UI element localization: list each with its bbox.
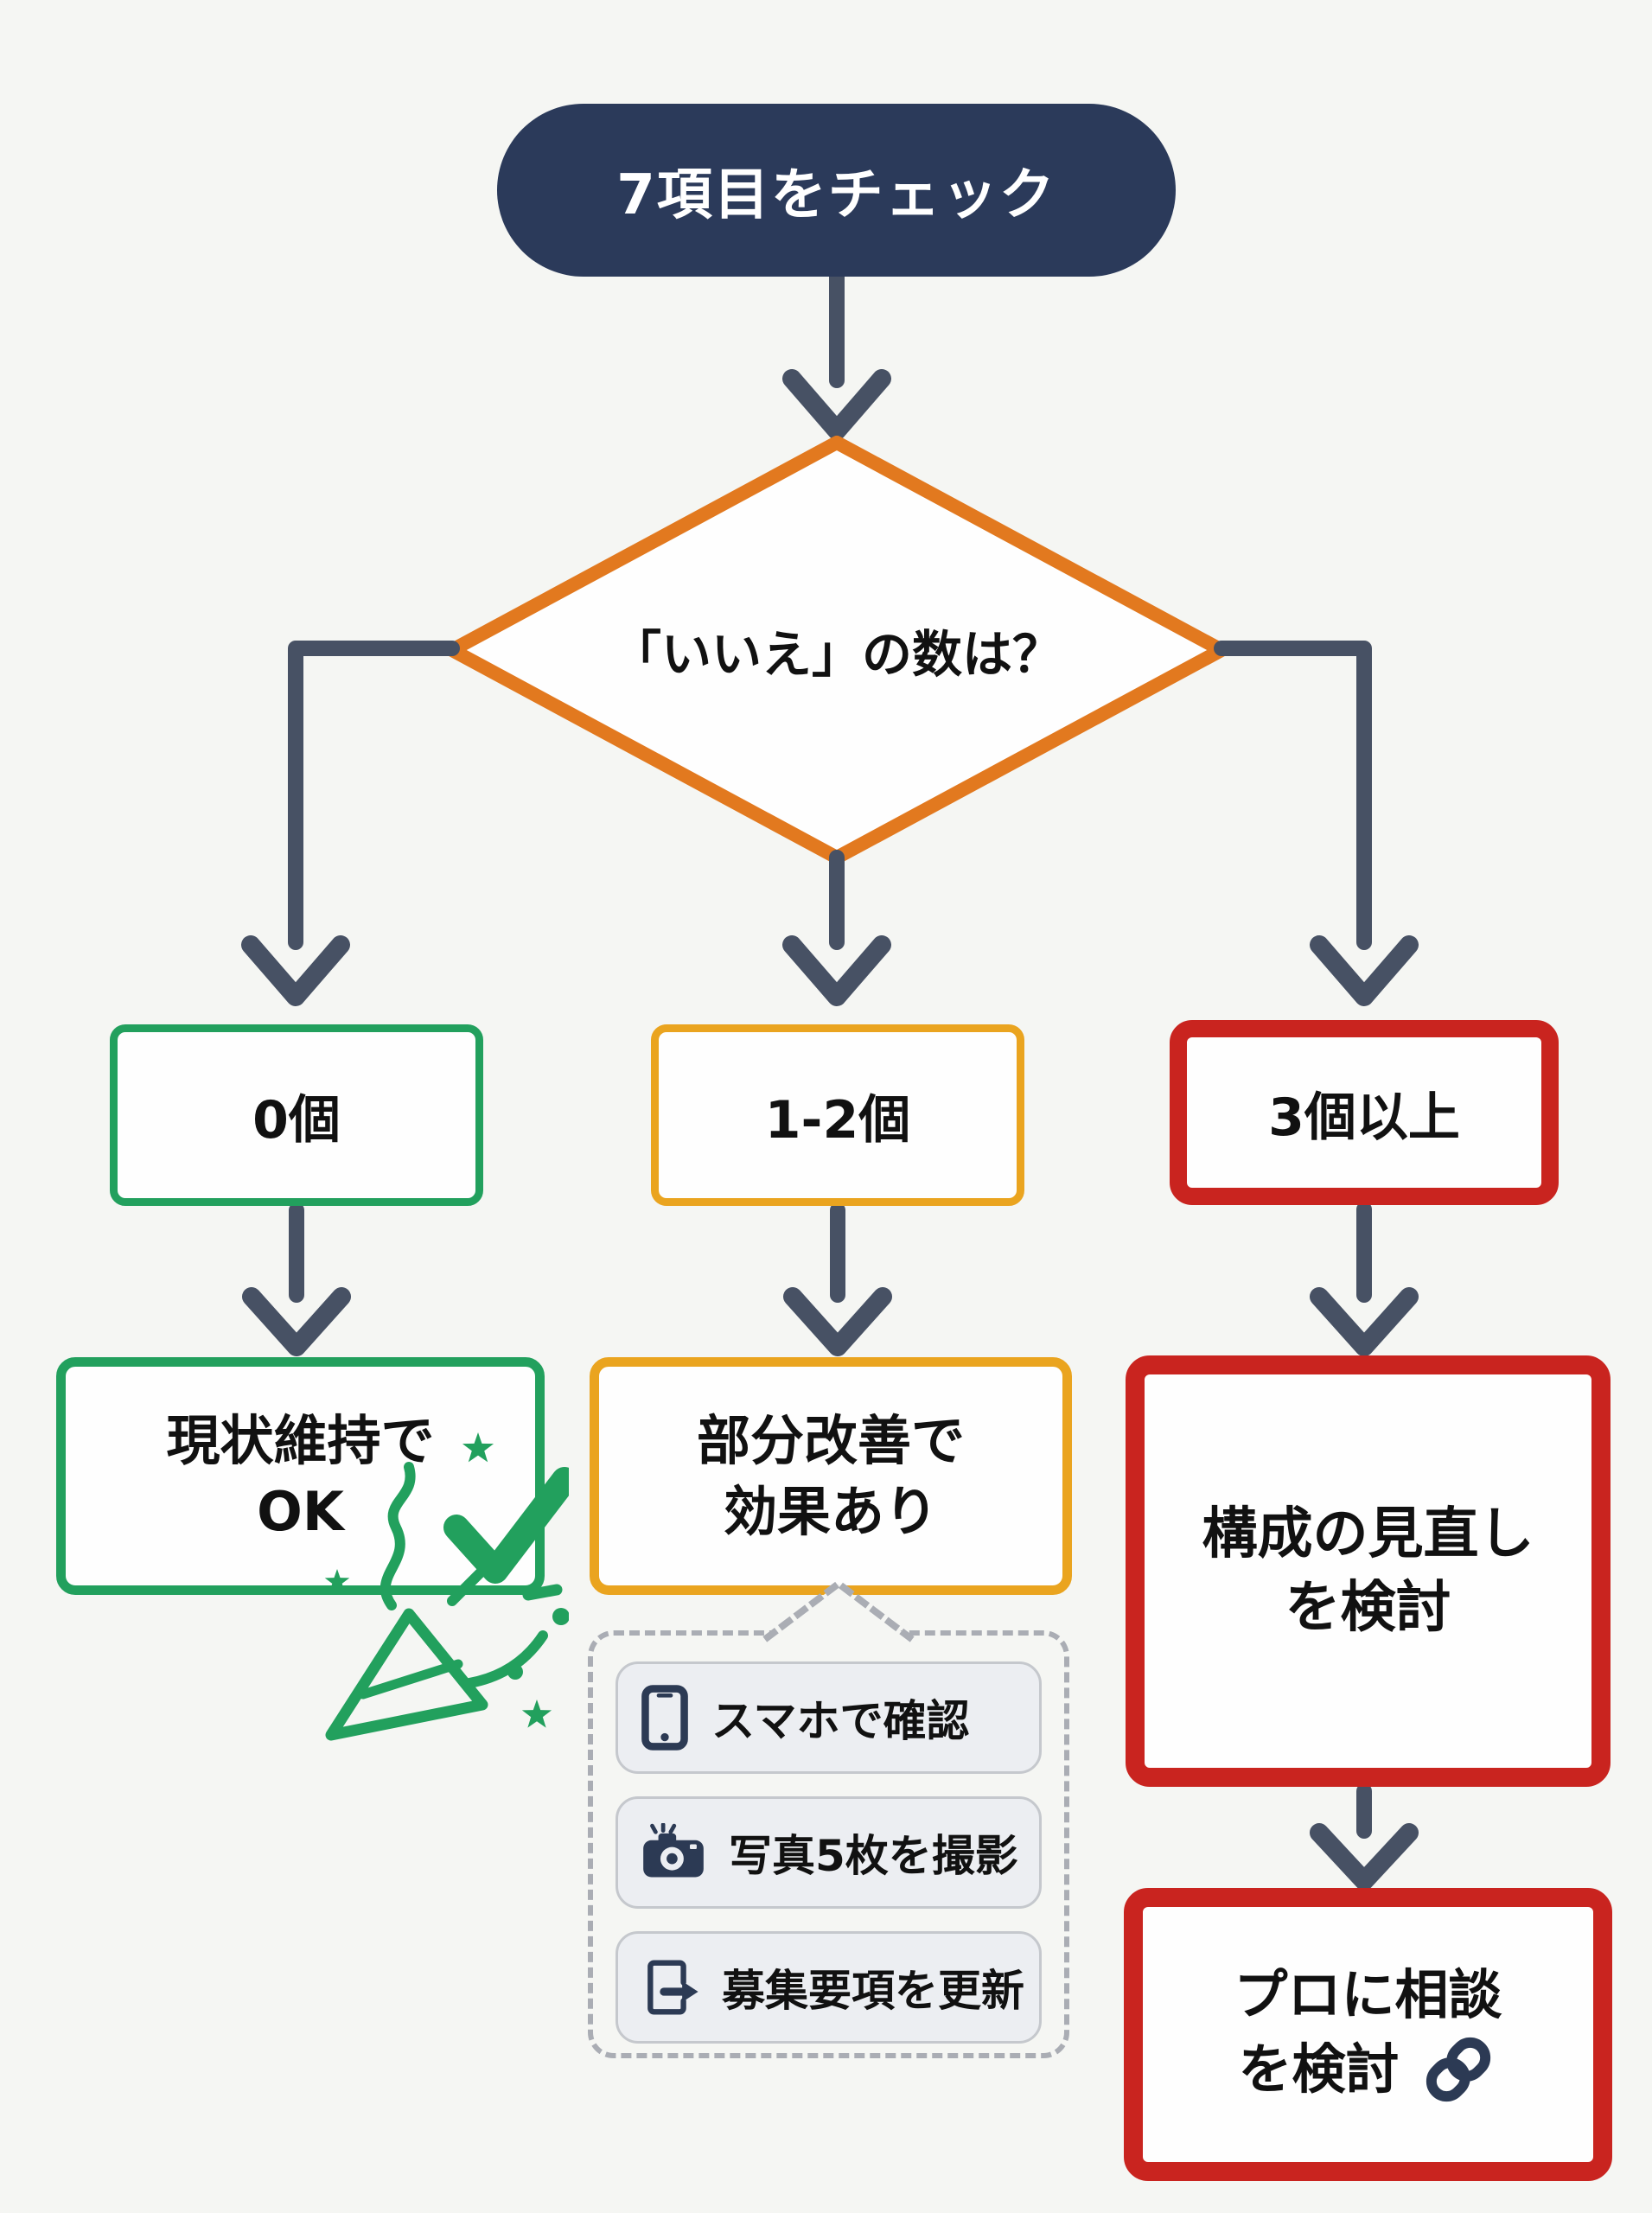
link-icon <box>1419 2030 1498 2109</box>
decision-label: 「いいえ」の数は？ <box>610 625 1062 684</box>
condition-box-one-two: 1-2個 <box>651 1024 1024 1206</box>
action-item-update: 募集要項を更新 <box>616 1931 1042 2044</box>
start-label: 7項目をチェック <box>616 163 1056 227</box>
result-box-partial-improvement: 部分改善で 効果あり <box>590 1357 1072 1595</box>
followup-line2: を検討 <box>1238 2038 1400 2101</box>
condition-label-three-plus: 3個以上 <box>1268 1087 1460 1148</box>
arrowhead-onetwo-result <box>783 1287 892 1356</box>
result-partial-line2: 効果あり <box>723 1479 938 1543</box>
result-partial-line1: 部分改善で <box>696 1408 965 1472</box>
arrow-decision-threeplus <box>1214 641 1372 950</box>
camera-icon <box>641 1823 706 1882</box>
result-box-keep-current: 現状維持で OK <box>56 1357 545 1595</box>
arrowhead-decision-onetwo <box>782 935 891 1006</box>
arrowhead-threeplus-result <box>1310 1287 1419 1356</box>
arrowhead-decision-threeplus <box>1310 935 1419 1006</box>
arrowhead-zero-result <box>242 1287 351 1356</box>
condition-label-zero: 0個 <box>252 1089 341 1151</box>
action-item-smartphone: スマホで確認 <box>616 1661 1042 1774</box>
action-label: 写真5枚を撮影 <box>729 1831 1018 1881</box>
result-review-line1: 構成の見直し <box>1202 1502 1534 1567</box>
condition-label-one-two: 1-2個 <box>764 1089 911 1151</box>
party-popper-icon <box>324 1432 569 1741</box>
condition-box-three-plus: 3個以上 <box>1170 1020 1559 1205</box>
result-keep-line2: OK <box>257 1479 344 1543</box>
arrowhead-review-consult <box>1310 1823 1419 1891</box>
condition-box-zero: 0個 <box>110 1024 483 1206</box>
smartphone-icon <box>641 1685 689 1751</box>
followup-line1: プロに相談 <box>1234 1962 1502 2026</box>
arrowhead-start-decision <box>782 369 891 440</box>
result-keep-line1: 現状維持で <box>166 1408 435 1472</box>
action-item-camera: 写真5枚を撮影 <box>616 1796 1042 1909</box>
action-label: スマホで確認 <box>711 1696 970 1746</box>
start-node: 7項目をチェック <box>497 104 1176 277</box>
result-review-line2: を検討 <box>1285 1575 1451 1640</box>
result-box-review-structure: 構成の見直し を検討 <box>1126 1355 1611 1787</box>
actions-panel-notch <box>762 1578 915 1642</box>
actions-panel: スマホで確認 写真5枚を撮影 <box>588 1630 1069 2058</box>
action-label: 募集要項を更新 <box>722 1966 1024 2016</box>
arrowhead-decision-zero <box>241 935 350 1006</box>
document-export-icon <box>641 1958 699 2017</box>
followup-box-consult-pro: プロに相談 を検討 <box>1124 1888 1612 2181</box>
arrow-decision-zero <box>288 641 460 950</box>
